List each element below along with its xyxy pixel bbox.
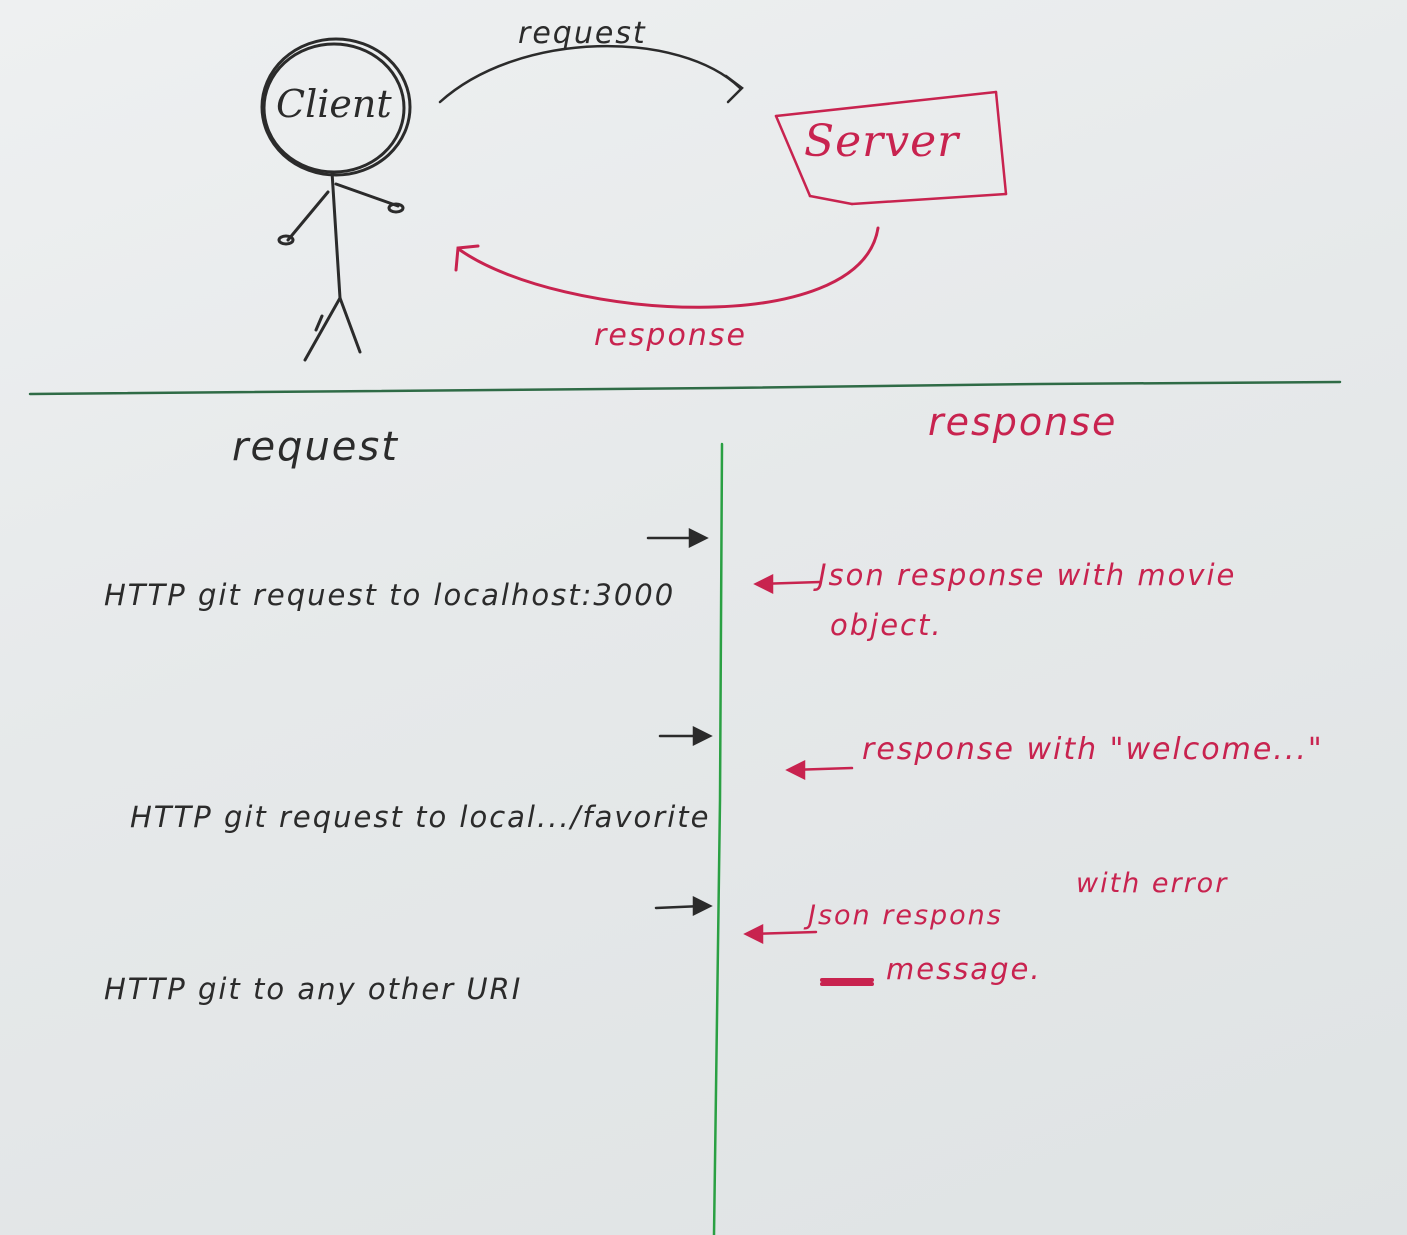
client-left-leg [303, 296, 342, 362]
response-row-arrows [743, 573, 854, 945]
request-column-header: request [232, 424, 399, 470]
client-left-hand [277, 234, 295, 246]
response-arrow-label: response [594, 318, 747, 353]
request-row-2: HTTP git request to local.../favorite [130, 800, 711, 834]
client-body [330, 170, 342, 300]
client-label: Client [276, 82, 392, 126]
request-row-arrows [646, 527, 713, 917]
client-right-hand [387, 202, 405, 214]
response-row-3-line-1b: with error [1076, 868, 1229, 899]
request-row-3: HTTP git to any other URI [104, 972, 523, 1006]
scribble-mark [820, 978, 874, 986]
server-box [774, 90, 1008, 206]
response-row-2-line-1: response with "welcome..." [862, 732, 1324, 767]
response-row-1-line-1: Json response with movie [818, 558, 1237, 592]
client-left-foot [314, 314, 324, 332]
response-row-1-line-2: object. [830, 608, 943, 642]
client-left-arm [286, 190, 330, 242]
horizontal-divider [28, 380, 1342, 396]
response-column-header: response [928, 400, 1118, 444]
client-stick-figure [260, 37, 412, 362]
vertical-divider [712, 442, 724, 1235]
response-row-3-line-2: message. [886, 952, 1042, 986]
response-row-3-line-1: Json respons [808, 900, 1003, 931]
client-right-leg [338, 296, 362, 354]
request-arrow [438, 44, 744, 104]
client-head-outer [260, 37, 412, 177]
response-arrow [454, 226, 880, 309]
request-arrow-label: request [518, 16, 647, 51]
server-label: Server [804, 116, 960, 167]
client-right-arm [334, 182, 400, 208]
request-row-1: HTTP git request to localhost:3000 [104, 578, 676, 612]
client-head-inner [262, 42, 406, 174]
